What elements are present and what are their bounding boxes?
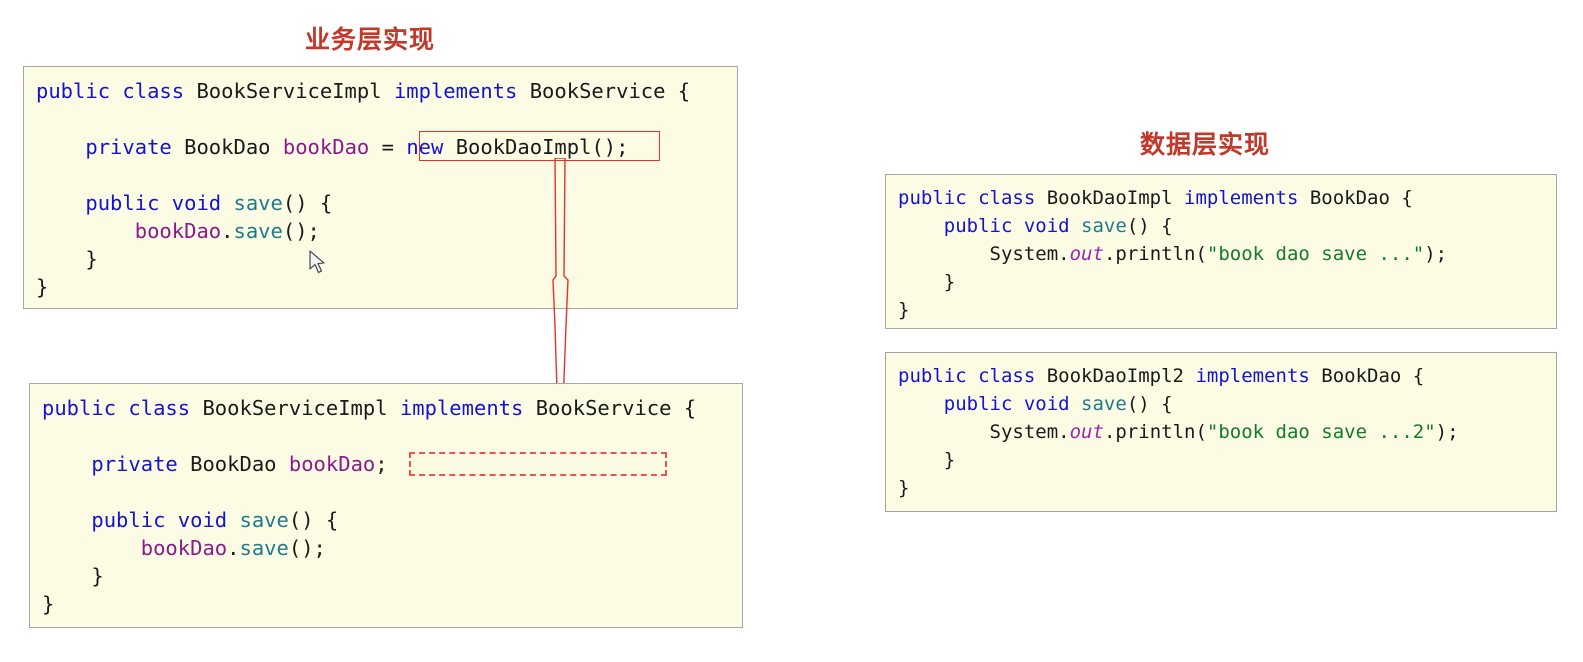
page-title-service-layer: 业务层实现 — [305, 25, 436, 54]
code-content-service-impl-with-new: public class BookServiceImpl implements … — [36, 79, 691, 299]
code-block-book-dao-impl: public class BookDaoImpl implements Book… — [885, 174, 1557, 329]
code-block-book-dao-impl2: public class BookDaoImpl2 implements Boo… — [885, 352, 1557, 512]
code-content-service-impl-without-new: public class BookServiceImpl implements … — [42, 396, 697, 616]
highlight-box-new-keyword — [419, 131, 660, 161]
page-title-data-layer: 数据层实现 — [1140, 130, 1271, 159]
code-block-service-impl-without-new: public class BookServiceImpl implements … — [29, 383, 743, 628]
code-content-book-dao-impl: public class BookDaoImpl implements Book… — [898, 187, 1448, 321]
code-content-book-dao-impl2: public class BookDaoImpl2 implements Boo… — [898, 365, 1459, 499]
code-block-service-impl-with-new: public class BookServiceImpl implements … — [23, 66, 738, 309]
dashed-placeholder-box — [409, 452, 667, 476]
